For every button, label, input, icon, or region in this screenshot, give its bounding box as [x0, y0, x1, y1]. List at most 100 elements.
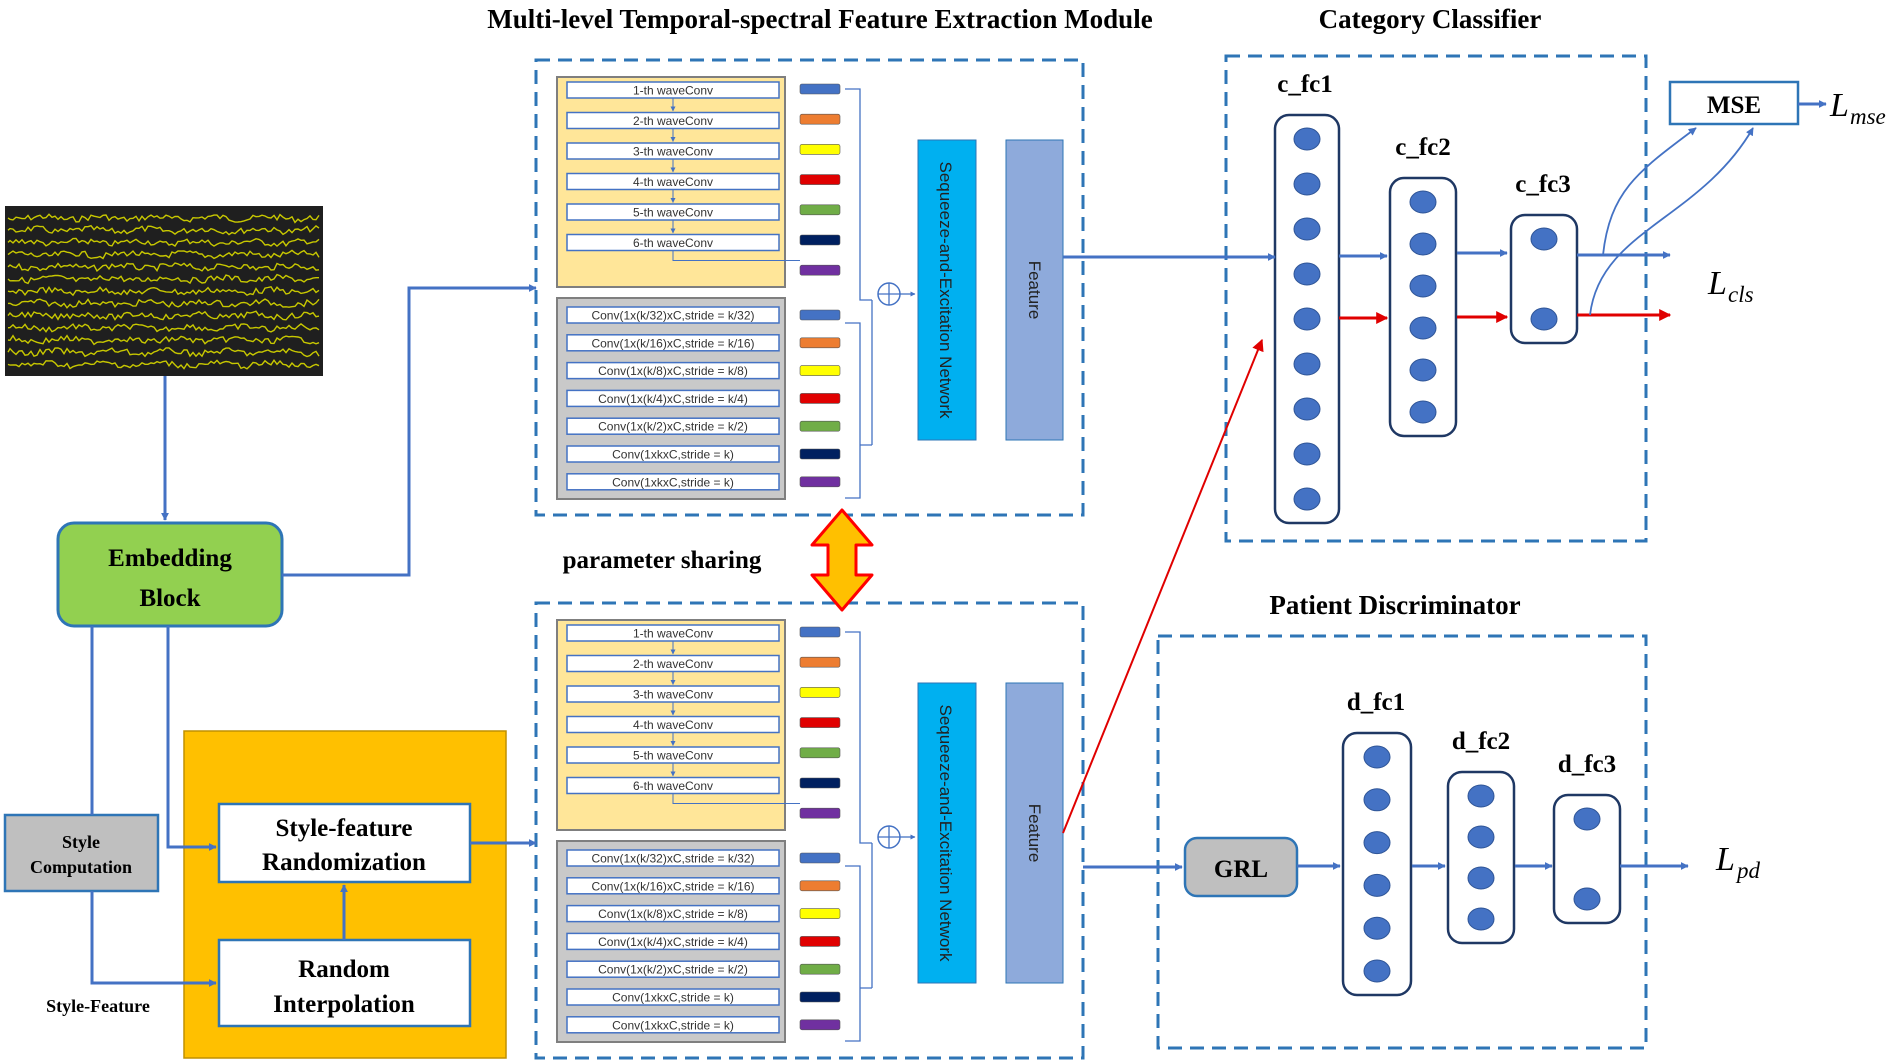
feature-bar [799, 204, 841, 216]
feature-bar [799, 83, 841, 95]
svg-text:Conv(1x(k/8)xC,stride = k/8): Conv(1x(k/8)xC,stride = k/8) [598, 364, 748, 378]
neuron [1409, 274, 1437, 298]
feature-bar [799, 991, 841, 1003]
neuron [1363, 788, 1391, 812]
grl-block: GRL [1183, 836, 1299, 898]
category-classifier-box [1224, 54, 1648, 543]
neuron [1409, 190, 1437, 214]
feature-bar [799, 174, 841, 185]
neuron [1293, 352, 1321, 376]
neuron [1363, 745, 1391, 769]
svg-text:Conv(1x(k/4)xC,stride = k/4): Conv(1x(k/4)xC,stride = k/4) [598, 935, 748, 949]
wave-conv-block: 2-th waveConv [566, 111, 780, 130]
connectors [90, 100, 1827, 987]
svg-text:MSE: MSE [1707, 92, 1761, 119]
loss-cls: L cls [1707, 265, 1754, 307]
svg-text:Conv(1x(k/2)xC,stride = k/2): Conv(1x(k/2)xC,stride = k/2) [598, 420, 748, 434]
svg-text:pd: pd [1735, 858, 1761, 883]
svg-text:1-th waveConv: 1-th waveConv [633, 627, 713, 641]
svg-text:2-th waveConv: 2-th waveConv [633, 114, 713, 128]
svg-text:1-th waveConv: 1-th waveConv [633, 84, 713, 98]
feature-bar [799, 144, 841, 155]
neuron [1293, 307, 1321, 331]
svg-text:Sequeeze-and-Excitation Networ: Sequeeze-and-Excitation Network [936, 161, 955, 419]
feature-bar [799, 1019, 841, 1031]
neuron [1530, 307, 1558, 331]
spectral-conv-block: Conv(1x(k/32)xC,stride = k/32) [566, 849, 780, 867]
svg-text:3-th waveConv: 3-th waveConv [633, 145, 713, 159]
svg-text:Conv(1xkxC,stride = k): Conv(1xkxC,stride = k) [612, 991, 734, 1005]
feature-bar [799, 365, 841, 376]
wave-conv-block: 5-th waveConv [566, 746, 780, 764]
wave-conv-block: 6-th waveConv [566, 233, 780, 252]
wave-conv-block: 5-th waveConv [566, 203, 780, 221]
spectral-conv-block: Conv(1x(k/8)xC,stride = k/8) [566, 361, 780, 380]
parameter-sharing-arrow [810, 508, 874, 612]
neuron [1573, 887, 1601, 911]
feature-bar [799, 656, 841, 668]
neuron [1409, 232, 1437, 256]
svg-text:L: L [1707, 265, 1727, 302]
feature-bar [799, 747, 841, 759]
d_fc2-layer: d_fc2 [1446, 728, 1516, 945]
svg-text:Conv(1x(k/2)xC,stride = k/2): Conv(1x(k/2)xC,stride = k/2) [598, 963, 748, 977]
feature-bar [799, 626, 841, 638]
wave-conv-block: 1-th waveConv [566, 624, 780, 642]
svg-text:Feature: Feature [1025, 804, 1044, 863]
wave-conv-block: 6-th waveConv [566, 776, 780, 795]
style-computation-block: Style Computation [3, 813, 160, 893]
neuron [1293, 172, 1321, 196]
feature-bar [799, 687, 841, 698]
svg-text:Style-feature: Style-feature [276, 815, 413, 842]
feature-bar [799, 936, 841, 947]
d_fc3-layer: d_fc3 [1552, 751, 1622, 925]
wave-conv-block: 4-th waveConv [566, 715, 780, 734]
svg-text:L: L [1715, 841, 1735, 878]
feature-module-title: Multi-level Temporal-spectral Feature Ex… [487, 4, 1152, 34]
spectral-conv-block: Conv(1x(k/2)xC,stride = k/2) [566, 960, 780, 978]
svg-text:Feature: Feature [1025, 261, 1044, 320]
neuron [1293, 397, 1321, 421]
svg-text:Conv(1x(k/16)xC,stride = k/16): Conv(1x(k/16)xC,stride = k/16) [591, 336, 754, 350]
patient-discriminator-title: Patient Discriminator [1269, 590, 1520, 620]
neuron [1409, 316, 1437, 340]
feature-bar [799, 852, 841, 864]
style-feature-randomization-block: Style-feature Randomization [217, 802, 472, 884]
feature-bar [799, 963, 841, 975]
feature-bar [799, 908, 841, 919]
c_fc2-layer: c_fc2 [1388, 134, 1458, 438]
spectral-conv-block: Conv(1x(k/2)xC,stride = k/2) [566, 417, 780, 435]
spectral-conv-block: Conv(1x(k/16)xC,stride = k/16) [566, 334, 780, 352]
feature-bar [799, 807, 841, 819]
svg-text:L: L [1829, 87, 1849, 124]
spectral-conv-block: Conv(1x(k/32)xC,stride = k/32) [566, 306, 780, 324]
d_fc1-layer: d_fc1 [1341, 689, 1413, 997]
category-classifier-title: Category Classifier [1319, 4, 1542, 34]
wave-conv-block: 2-th waveConv [566, 654, 780, 673]
svg-text:Conv(1x(k/4)xC,stride = k/4): Conv(1x(k/4)xC,stride = k/4) [598, 392, 748, 406]
neuron [1363, 959, 1391, 983]
feature-bar [799, 113, 841, 125]
svg-text:c_fc1: c_fc1 [1277, 71, 1333, 98]
c_fc1-layer: c_fc1 [1273, 71, 1341, 525]
svg-text:cls: cls [1728, 282, 1754, 307]
svg-text:GRL: GRL [1214, 856, 1268, 883]
spectral-conv-block: Conv(1x(k/4)xC,stride = k/4) [566, 389, 780, 408]
neuron [1467, 825, 1495, 849]
feature-bar [799, 448, 841, 460]
svg-text:c_fc3: c_fc3 [1515, 171, 1571, 198]
neuron [1409, 400, 1437, 424]
svg-text:4-th waveConv: 4-th waveConv [633, 718, 713, 732]
svg-text:Conv(1xkxC,stride = k): Conv(1xkxC,stride = k) [612, 475, 734, 489]
neuron [1467, 866, 1495, 890]
feature-bar [799, 420, 841, 432]
svg-text:6-th waveConv: 6-th waveConv [633, 779, 713, 793]
random-interpolation-block: Random Interpolation [217, 938, 472, 1028]
spectral-conv-block: Conv(1x(k/4)xC,stride = k/4) [566, 932, 780, 951]
neuron [1293, 127, 1321, 151]
svg-text:Conv(1xkxC,stride = k): Conv(1xkxC,stride = k) [612, 448, 734, 462]
svg-text:Block: Block [139, 585, 200, 612]
svg-text:5-th waveConv: 5-th waveConv [633, 749, 713, 763]
feature-bar [799, 717, 841, 728]
